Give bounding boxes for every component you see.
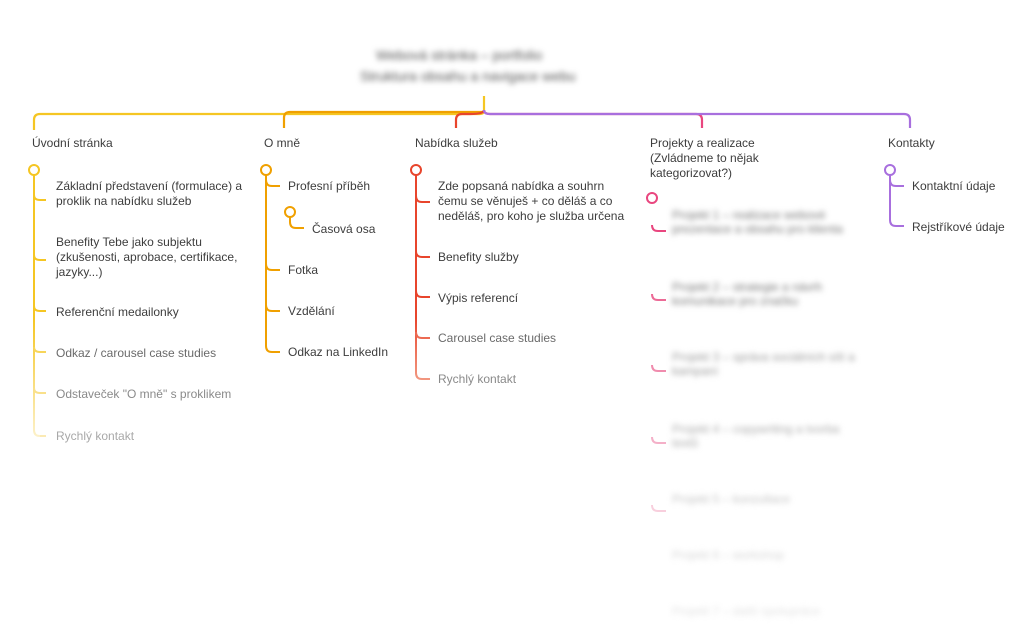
- sluzby-item[interactable]: Výpis referencí: [438, 291, 519, 305]
- projekty-item[interactable]: Projekt 1 – realizace webové prezentace …: [672, 208, 843, 236]
- projekty-item[interactable]: Projekt 6 – workshop: [672, 548, 785, 562]
- branch-node-sluzby: [410, 164, 422, 176]
- root-node: Webová stránka – portfolio Struktura obs…: [340, 40, 630, 92]
- connector-omne: [282, 110, 484, 128]
- uvod-item[interactable]: Rychlý kontakt: [56, 429, 135, 443]
- sluzby-item[interactable]: Carousel case studies: [438, 331, 557, 345]
- spine-kontakty: [889, 175, 904, 227]
- projekty-item[interactable]: Projekt 3 – správa sociálních sítí a kam…: [672, 350, 855, 378]
- branch-node-kontakty: [884, 164, 896, 176]
- branch-node-omne: [260, 164, 272, 176]
- projekty-item[interactable]: Projekt 4 – copywriting a tvorba textů: [672, 422, 840, 450]
- omne-item[interactable]: Fotka: [288, 263, 319, 277]
- uvod-item[interactable]: Odkaz / carousel case studies: [56, 346, 217, 360]
- sluzby-item[interactable]: Zde popsaná nabídka a souhrn čemu se věn…: [438, 179, 625, 223]
- spine-omne: [265, 175, 280, 353]
- omne-subitem[interactable]: Časová osa: [312, 222, 376, 236]
- omne-item[interactable]: Odkaz na LinkedIn: [288, 345, 389, 359]
- branch-title-sluzby[interactable]: Nabídka služeb: [415, 136, 498, 150]
- sluzby-item[interactable]: Benefity služby: [438, 250, 519, 264]
- kontakty-item[interactable]: Rejstříkové údaje: [912, 220, 1005, 234]
- projekty-item[interactable]: Projekt 7 – další spolupráce: [672, 604, 821, 618]
- branch-node-projekty: [646, 192, 658, 204]
- uvod-item[interactable]: Referenční medailonky: [56, 305, 179, 319]
- uvod-item[interactable]: Základní představení (formulace) a prokl…: [56, 179, 243, 208]
- spine-uvod: [33, 175, 41, 437]
- branch-title-kontakty[interactable]: Kontakty: [888, 136, 935, 150]
- projekty-item[interactable]: Projekt 2 – strategie a návrh komunikace…: [672, 280, 823, 308]
- uvod-item[interactable]: Odstaveček "O mně" s proklikem: [56, 387, 232, 401]
- connector-kontakty: [482, 109, 912, 128]
- sluzby-item[interactable]: Rychlý kontakt: [438, 372, 517, 386]
- omne-item[interactable]: Profesní příběh: [288, 179, 371, 193]
- connector-projekty: [482, 109, 704, 128]
- branch-title-projekty[interactable]: Projekty a realizace (Zvládneme to nějak…: [650, 136, 759, 180]
- branch-title-uvod[interactable]: Úvodní stránka: [32, 136, 113, 150]
- uvod-item[interactable]: Benefity Tebe jako subjektu (zkušenosti,…: [56, 235, 238, 279]
- root-title-line2: Struktura obsahu a navigace webu: [360, 68, 576, 84]
- omne-item[interactable]: Vzdělání: [288, 304, 335, 318]
- branch-node-uvod: [28, 164, 40, 176]
- spine-sluzby: [415, 175, 430, 380]
- root-title-line1: Webová stránka – portfolio: [376, 47, 543, 63]
- projekty-item[interactable]: Projekt 5 – konzultace: [672, 492, 791, 506]
- connector-sluzby: [454, 109, 486, 128]
- kontakty-item[interactable]: Kontaktní údaje: [912, 179, 996, 193]
- branch-title-omne[interactable]: O mně: [264, 136, 301, 150]
